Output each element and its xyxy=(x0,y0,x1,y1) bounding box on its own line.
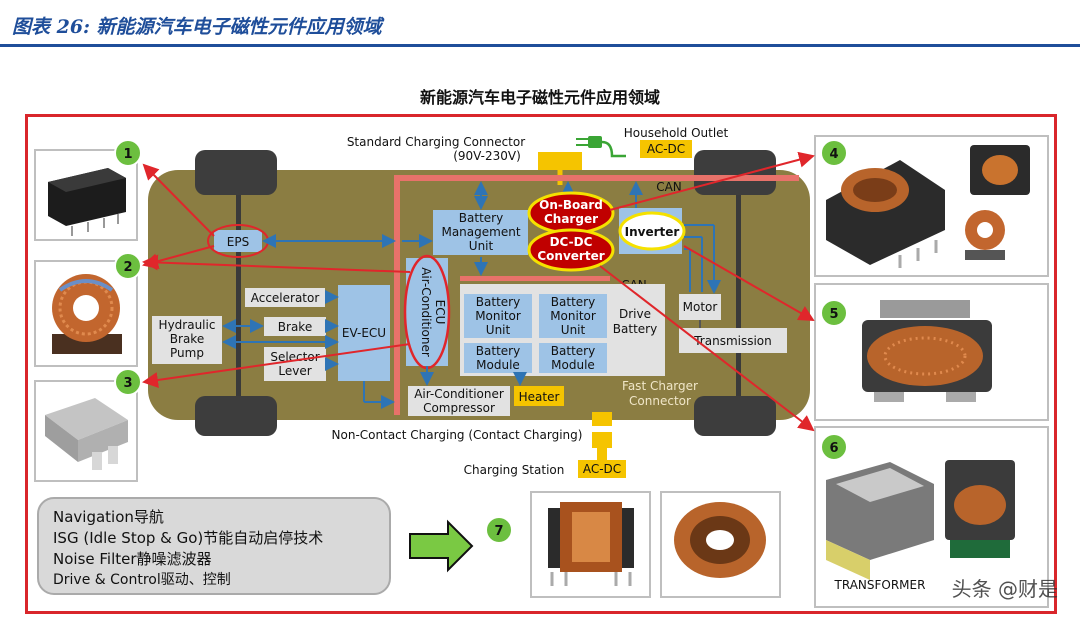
acdc-top-box xyxy=(640,140,692,158)
ev-ecu-box xyxy=(338,285,390,381)
app-isg: ISG (Idle Stop & Go)节能自动启停技术 xyxy=(53,529,323,547)
applications-box xyxy=(37,497,391,595)
acdc-bottom-box xyxy=(578,460,626,478)
figure-title: 图表 26: 新能源汽车电子磁性元件应用领域 xyxy=(12,16,382,38)
bmod1-line1: Battery xyxy=(476,344,520,358)
power-bus xyxy=(394,175,799,415)
svg-text:1: 1 xyxy=(123,147,132,162)
bms-line1: Battery xyxy=(459,211,503,225)
inverter-label: Inverter xyxy=(625,225,680,239)
brake-box xyxy=(264,317,326,336)
bmod1-line2: Module xyxy=(476,358,520,372)
charging-station-label: Charging Station xyxy=(464,463,565,477)
svg-text:5: 5 xyxy=(829,307,838,322)
bmu2-line3: Unit xyxy=(561,323,586,337)
transmission-label: Transmission xyxy=(693,334,772,348)
household-outlet-label: Household Outlet xyxy=(624,126,729,140)
big-arrow-icon xyxy=(409,519,474,573)
relay-photo xyxy=(48,168,126,236)
ac-ecu-line2: ECU xyxy=(433,300,447,325)
plug-icon xyxy=(576,136,626,158)
filter-module-photo xyxy=(45,398,128,470)
badge-3: 3 xyxy=(114,368,142,396)
hydraulic-box xyxy=(152,316,222,364)
hydraulic-line1: Hydraulic xyxy=(159,318,216,332)
non-contact-label: Non-Contact Charging (Contact Charging) xyxy=(332,428,583,442)
dcdc-line2: Converter xyxy=(537,249,604,263)
ac-ecu-line1: Air-Conditioner xyxy=(419,267,433,357)
badge-6: 6 xyxy=(820,433,848,461)
svg-text:2: 2 xyxy=(123,260,132,275)
bmu1-line2: Monitor xyxy=(475,309,521,323)
bmu1-line1: Battery xyxy=(476,295,520,309)
badge-4: 4 xyxy=(820,139,848,167)
bmu1-line3: Unit xyxy=(486,323,511,337)
watermark: 头条 @财是 xyxy=(952,577,1058,601)
bmod2-line1: Battery xyxy=(551,344,595,358)
leader-arrows xyxy=(142,151,815,432)
obc-line1: On-Board xyxy=(539,198,603,212)
app-drive-control: Drive & Control驱动、控制 xyxy=(53,572,231,588)
selector-line1: Selector xyxy=(270,350,319,364)
bms-line3: Unit xyxy=(469,239,494,253)
app-navigation: Navigation导航 xyxy=(53,508,164,526)
can-top-label: CAN xyxy=(656,180,682,194)
photo6-caption: TRANSFORMER xyxy=(834,578,926,592)
selector-line2: Lever xyxy=(278,364,311,378)
heater-box xyxy=(514,386,564,406)
fast-charger-line1: Fast Charger xyxy=(622,379,698,393)
ac-compressor-line1: Air-Conditioner xyxy=(414,387,504,401)
badge-2: 2 xyxy=(114,252,142,280)
transformer-photo-7 xyxy=(548,502,766,586)
transformer-photo-6 xyxy=(826,460,1015,580)
obc-line2: Charger xyxy=(544,212,598,226)
diagram-title: 新能源汽车电子磁性元件应用领域 xyxy=(419,88,660,107)
badge-7: 7 xyxy=(485,516,513,544)
inductor-photo-4 xyxy=(826,145,1030,268)
bmod2-line2: Module xyxy=(551,358,595,372)
heater-label: Heater xyxy=(519,390,560,404)
motor-label: Motor xyxy=(683,300,718,314)
inductor-photo-5 xyxy=(862,300,992,402)
dcdc-line1: DC-DC xyxy=(550,235,593,249)
svg-text:6: 6 xyxy=(829,441,838,456)
bmu2-line1: Battery xyxy=(551,295,595,309)
eps-box xyxy=(214,230,262,252)
eps-label: EPS xyxy=(227,235,249,249)
badge-5: 5 xyxy=(820,299,848,327)
accelerator-box xyxy=(245,288,325,307)
wheels xyxy=(195,150,776,436)
brake-label: Brake xyxy=(278,320,312,334)
standard-charging-label: Standard Charging Connector xyxy=(347,135,525,149)
title-rule xyxy=(0,44,1080,47)
svg-text:3: 3 xyxy=(123,376,132,391)
standard-voltage-label: (90V-230V) xyxy=(453,149,521,163)
dcdc-converter xyxy=(527,228,615,272)
ev-ecu-label: EV-ECU xyxy=(342,326,386,340)
svg-text:7: 7 xyxy=(494,524,503,539)
badge-1: 1 xyxy=(114,139,142,167)
app-noise-filter: Noise Filter静噪滤波器 xyxy=(53,550,212,568)
hydraulic-line2: Brake xyxy=(170,332,204,346)
drive-battery-line2: Battery xyxy=(613,322,657,336)
ac-compressor-box xyxy=(408,386,510,416)
ac-ecu-box xyxy=(406,258,448,366)
fast-charger-line2: Connector xyxy=(629,394,691,408)
drive-battery-line1: Drive xyxy=(619,307,651,321)
diagram-frame xyxy=(25,114,1057,614)
hydraulic-line3: Pump xyxy=(170,346,204,360)
ac-compressor-line2: Compressor xyxy=(423,401,495,415)
acdc-top-label: AC-DC xyxy=(647,142,685,156)
bms-box xyxy=(433,210,528,255)
accelerator-label: Accelerator xyxy=(251,291,320,305)
acdc-bottom-label: AC-DC xyxy=(583,462,621,476)
toroid-photo xyxy=(52,274,122,354)
motor-box xyxy=(679,294,721,320)
charging-port-top xyxy=(538,152,582,170)
svg-text:4: 4 xyxy=(829,147,838,162)
bmu2-line2: Monitor xyxy=(550,309,596,323)
bms-line2: Management xyxy=(441,225,520,239)
